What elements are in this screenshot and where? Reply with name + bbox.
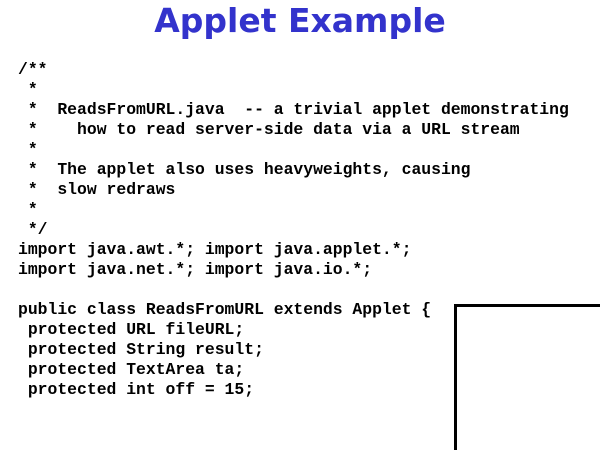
slide-title: Applet Example xyxy=(154,1,446,40)
code-block: /** * * ReadsFromURL.java -- a trivial a… xyxy=(18,60,569,399)
applet-output-box xyxy=(454,304,600,450)
